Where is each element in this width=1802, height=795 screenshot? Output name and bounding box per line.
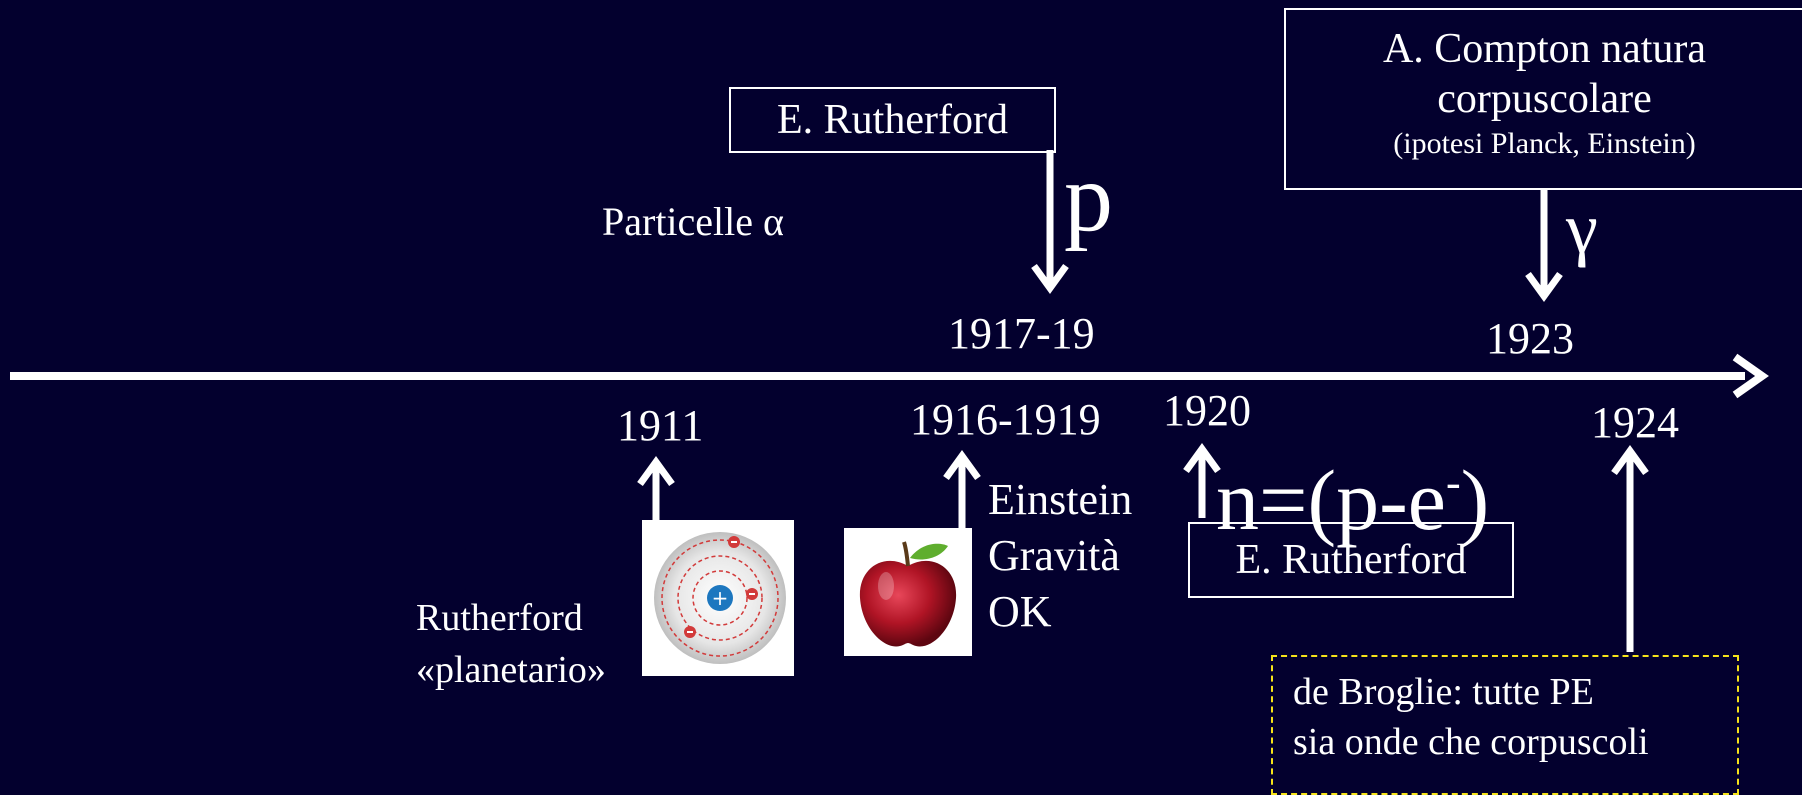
compton-box: A. Compton natura corpuscolare (ipotesi … (1284, 8, 1802, 190)
gamma-symbol: γ (1566, 188, 1598, 268)
debroglie-line1: de Broglie: tutte PE (1293, 671, 1594, 713)
timeline-graphics (10, 150, 1769, 652)
year-1920: 1920 (1163, 386, 1251, 435)
arrow-down-1923 (1525, 190, 1563, 302)
debroglie-line2: sia onde che corpuscoli (1293, 721, 1649, 763)
einstein-line3: OK (988, 587, 1052, 636)
compton-line3: (ipotesi Planck, Einstein) (1393, 127, 1696, 160)
rutherford-top-box: E. Rutherford (729, 87, 1056, 153)
timeline-arrowhead (1732, 353, 1769, 399)
rutherford-bottom-box: E. Rutherford (1188, 522, 1514, 598)
rutherford-model-text: Rutherford «planetario» (416, 592, 606, 696)
arrow-up-1916 (943, 450, 981, 530)
year-1924: 1924 (1591, 398, 1679, 447)
arrow-up-1924 (1611, 445, 1649, 652)
einstein-text: Einstein Gravità OK (988, 472, 1132, 640)
rutherford-top-label: E. Rutherford (777, 97, 1008, 143)
proton-symbol: p (1064, 144, 1113, 252)
arrow-up-1920 (1183, 443, 1221, 518)
rutherford-bottom-label: E. Rutherford (1235, 537, 1467, 583)
atom-model-icon: + (642, 520, 794, 676)
year-1917-19: 1917-19 (948, 309, 1095, 358)
apple-icon (844, 528, 972, 656)
year-1923: 1923 (1486, 314, 1574, 363)
debroglie-box: de Broglie: tutte PE sia onde che corpus… (1271, 655, 1739, 795)
svg-text:+: + (712, 586, 729, 610)
rutherford-model-line1: Rutherford (416, 597, 583, 639)
particelle-alpha-label: Particelle α (602, 199, 784, 244)
neutron-superscript: - (1445, 458, 1461, 507)
neutron-formula: n=(p-e-) (1216, 438, 1489, 545)
compton-line2: corpuscolare (1437, 76, 1652, 122)
year-1916-1919: 1916-1919 (910, 395, 1101, 444)
rutherford-model-line2: «planetario» (416, 649, 606, 691)
einstein-line2: Gravità (988, 531, 1120, 580)
einstein-line1: Einstein (988, 475, 1133, 524)
arrow-down-1917 (1031, 150, 1069, 294)
arrow-up-1911 (637, 456, 675, 525)
compton-line1: A. Compton natura (1382, 26, 1707, 72)
neutron-prefix: n=(p-e (1216, 452, 1446, 548)
neutron-suffix: ) (1460, 452, 1490, 548)
year-1911: 1911 (617, 401, 704, 450)
